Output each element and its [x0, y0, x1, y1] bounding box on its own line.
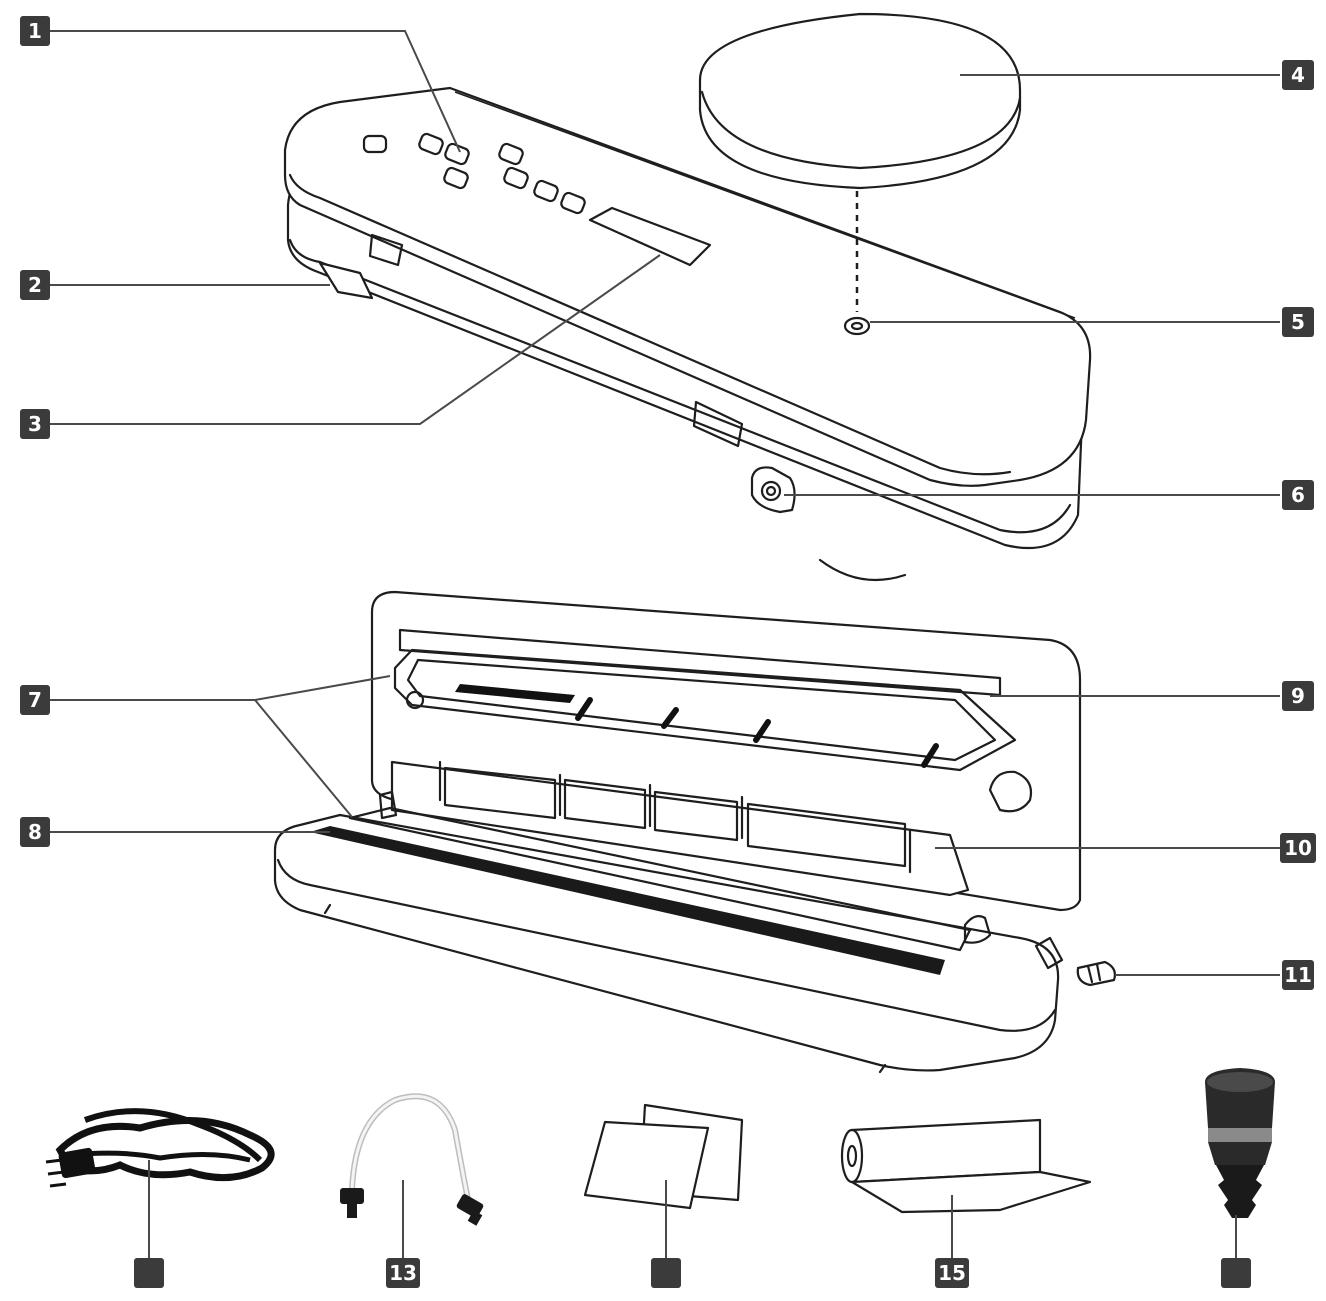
callout-16	[1221, 1258, 1251, 1288]
callout-7: 7	[20, 685, 50, 715]
vacuum-hose-illustration	[340, 1093, 484, 1226]
callout-15-text: 15	[938, 1261, 966, 1285]
callout-5-text: 5	[1291, 310, 1305, 334]
power-cord-illustration	[45, 1108, 275, 1188]
callout-5: 5	[1282, 307, 1314, 337]
wine-stopper-illustration	[1205, 1068, 1275, 1218]
callout-2-text: 2	[28, 273, 42, 297]
callout-4: 4	[1282, 60, 1314, 90]
callout-10-text: 10	[1284, 836, 1312, 860]
vacuum-bags-illustration	[583, 1103, 744, 1210]
callout-4-text: 4	[1291, 63, 1305, 87]
cutter-slider-illustration	[1076, 960, 1117, 987]
callout-13: 13	[386, 1258, 420, 1288]
callout-11-text: 11	[1284, 963, 1312, 987]
callout-9-text: 9	[1291, 684, 1305, 708]
callout-2: 2	[20, 270, 50, 300]
callout-3-text: 3	[28, 412, 42, 436]
callout-15: 15	[935, 1258, 969, 1288]
callout-6: 6	[1282, 480, 1314, 510]
leader-lines	[50, 30, 1280, 1258]
vacuum-roll-illustration	[840, 1118, 1092, 1214]
callout-3: 3	[20, 409, 50, 439]
callout-13-text: 13	[389, 1261, 417, 1285]
callout-7-text: 7	[28, 688, 42, 712]
lid-disk-illustration	[698, 12, 1022, 190]
callout-14	[651, 1258, 681, 1288]
callout-12	[134, 1258, 164, 1288]
callout-8: 8	[20, 817, 50, 847]
callout-6-text: 6	[1291, 483, 1305, 507]
callout-9: 9	[1282, 681, 1314, 711]
callout-1: 1	[20, 16, 50, 46]
sealer-closed-illustration	[283, 86, 1092, 582]
callout-1-text: 1	[28, 19, 42, 43]
callout-11: 11	[1282, 960, 1314, 990]
sealer-open-illustration	[273, 590, 1082, 1074]
callout-8-text: 8	[28, 820, 42, 844]
callout-10: 10	[1280, 833, 1316, 863]
